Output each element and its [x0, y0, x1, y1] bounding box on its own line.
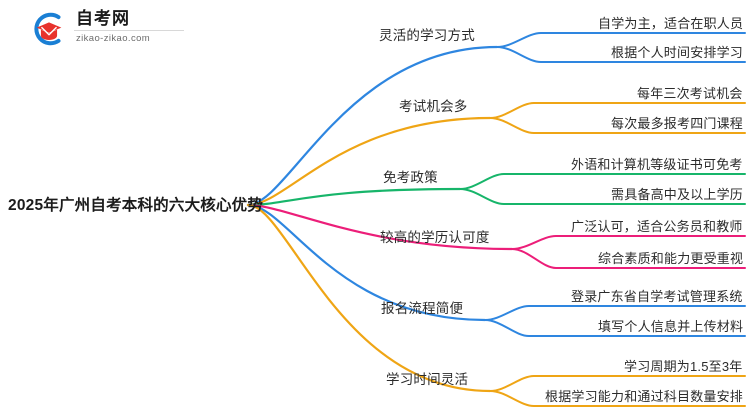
branch-label-2[interactable]: 考试机会多 [399, 99, 468, 114]
root-node-label: 2025年广州自考本科的六大核心优势 [8, 197, 264, 214]
leaf-label-2-2[interactable]: 每次最多报考四门课程 [611, 116, 744, 131]
site-logo: 自考网 zikao-zikao.com [30, 8, 190, 50]
graduation-cap-logo-icon [34, 12, 62, 46]
logo-wordmark: 自考网 zikao-zikao.com [74, 8, 190, 48]
leaf-label-5-1[interactable]: 登录广东省自学考试管理系统 [571, 289, 743, 304]
leaf-label-6-1[interactable]: 学习周期为1.5至3年 [624, 359, 743, 374]
connector-line [246, 187, 462, 207]
connector-line [246, 45, 499, 207]
logo-site-name: 自考网 [74, 8, 184, 31]
branch-label-6[interactable]: 学习时间灵活 [386, 372, 469, 387]
branch-label-1[interactable]: 灵活的学习方式 [379, 28, 475, 43]
leaf-label-4-2[interactable]: 综合素质和能力更受重视 [598, 251, 744, 266]
leaf-label-5-2[interactable]: 填写个人信息并上传材料 [598, 319, 744, 334]
branch-label-5[interactable]: 报名流程简便 [381, 301, 464, 316]
leaf-label-1-1[interactable]: 自学为主，适合在职人员 [598, 16, 744, 31]
branch-label-3[interactable]: 免考政策 [383, 170, 438, 185]
leaf-label-3-1[interactable]: 外语和计算机等级证书可免考 [571, 157, 743, 172]
leaf-label-4-1[interactable]: 广泛认可，适合公务员和教师 [571, 219, 743, 234]
logo-site-url: zikao-zikao.com [76, 33, 151, 44]
branch-label-4[interactable]: 较高的学历认可度 [380, 230, 490, 245]
leaf-label-1-2[interactable]: 根据个人时间安排学习 [611, 45, 744, 60]
leaf-label-6-2[interactable]: 根据学习能力和通过科目数量安排 [545, 389, 744, 404]
leaf-label-3-2[interactable]: 需具备高中及以上学历 [611, 187, 744, 202]
connector-line [246, 116, 492, 207]
leaf-label-2-1[interactable]: 每年三次考试机会 [637, 86, 743, 101]
